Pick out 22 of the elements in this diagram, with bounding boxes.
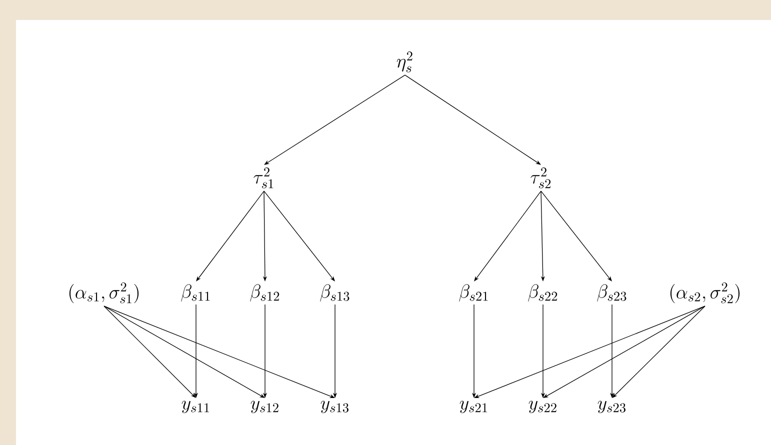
variable-label: $y_{s23}$ — [598, 400, 626, 414]
arrow — [404, 74, 541, 165]
variable-label: $\beta_{s22}$ — [528, 284, 558, 302]
arrow — [264, 74, 406, 165]
variable-label: $(\alpha_{s2},\sigma_{s2}^2)$ — [670, 282, 740, 304]
variable-label: $y_{s12}$ — [250, 400, 278, 414]
variable-label: $(\alpha_{s1},\sigma_{s1}^2)$ — [69, 282, 139, 304]
variable-label: $\beta_{s21}$ — [459, 284, 488, 302]
variable-label: $\beta_{s13}$ — [320, 284, 350, 302]
arrow — [196, 190, 264, 282]
arrow — [264, 190, 335, 282]
variable-label: $y_{s22}$ — [528, 400, 556, 414]
variable-label: $y_{s11}$ — [182, 400, 209, 414]
arrow — [540, 190, 612, 282]
variable-label: $\beta_{s12}$ — [250, 284, 280, 302]
variable-label: $\beta_{s11}$ — [181, 284, 210, 302]
variable-label: $\tau_{s1}^2$ — [254, 168, 274, 188]
variable-label: $\tau_{s2}^2$ — [530, 168, 551, 188]
variable-label: $\beta_{s23}$ — [597, 284, 626, 302]
variable-label: $y_{s13}$ — [320, 400, 348, 414]
variable-label: $y_{s21}$ — [460, 400, 487, 414]
variable-label: $\eta_s^2$ — [396, 52, 412, 72]
